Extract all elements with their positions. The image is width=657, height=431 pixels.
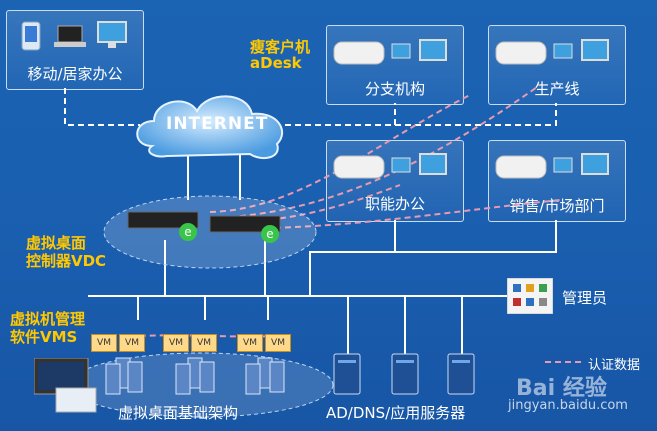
vm-badge: VM — [91, 334, 117, 352]
mobile-device-icons — [21, 21, 127, 51]
thin-client-icons-branch — [333, 39, 447, 65]
watermark-url: jingyan.baidu.com — [508, 398, 628, 413]
thin-client-icons-production — [495, 39, 609, 65]
app-server-icons — [333, 353, 475, 395]
svg-text:e: e — [266, 227, 273, 241]
sales-marketing-label: 销售/市场部门 — [509, 197, 605, 215]
thin-client-icons-functional — [333, 153, 447, 179]
vm-badge: VM — [265, 334, 291, 352]
mobile-office-label: 移动/居家办公 — [27, 65, 123, 83]
desktop-screenshot-icon — [34, 358, 97, 413]
vm-badge: VM — [163, 334, 189, 352]
vms-label-line2: 软件VMS — [10, 328, 78, 346]
functional-office-label: 职能办公 — [364, 195, 425, 213]
vdc-label-line1: 虚拟桌面 — [26, 234, 87, 252]
internet-cloud-icon — [136, 95, 283, 160]
internet-label: INTERNET — [166, 114, 269, 134]
vm-badge: VM — [119, 334, 145, 352]
production-line-label: 生产线 — [534, 80, 580, 98]
vdc-label-line2: 控制器VDC — [26, 252, 107, 270]
watermark-brand: Bai 经验 — [516, 376, 607, 401]
vms-label-line1: 虚拟机管理 — [10, 310, 86, 328]
production-line-box: 生产线 — [488, 25, 626, 105]
thin-client-icons-sales — [495, 153, 609, 179]
branch-label: 分支机构 — [364, 80, 425, 98]
thin-client-label: 瘦客户机 — [250, 38, 311, 56]
vdc-ellipse: e e — [103, 195, 317, 269]
vm-badge: VM — [237, 334, 263, 352]
servers-label: AD/DNS/应用服务器 — [326, 404, 466, 422]
adesk-label: aDesk — [250, 54, 302, 72]
branch-box: 分支机构 — [326, 25, 464, 105]
vm-badge: VM — [191, 334, 217, 352]
admin-console-icon — [507, 278, 553, 314]
admin-label: 管理员 — [562, 289, 608, 307]
vdi-infra-ellipse — [68, 352, 334, 418]
auth-data-label: 认证数据 — [588, 358, 641, 373]
svg-text:e: e — [184, 225, 191, 239]
vdi-infra-label: 虚拟桌面基础架构 — [118, 404, 239, 422]
